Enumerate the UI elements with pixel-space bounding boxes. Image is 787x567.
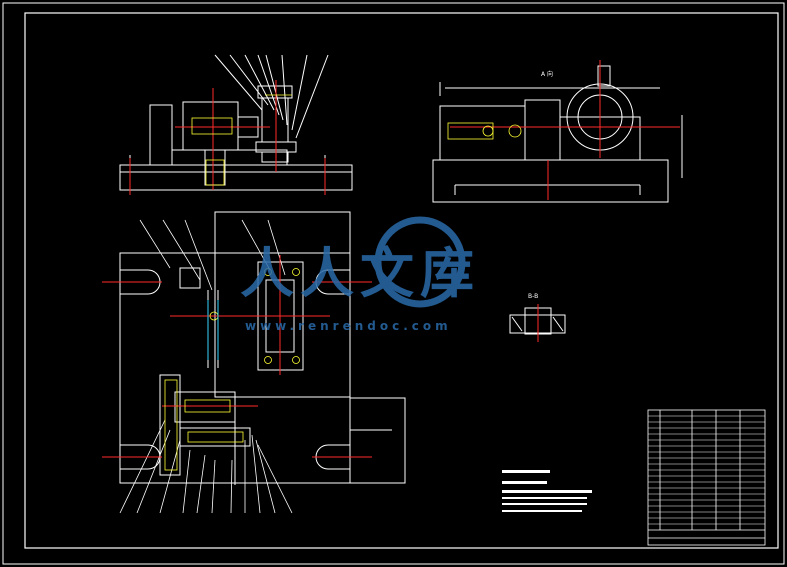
plan-view-leaders — [119, 219, 293, 514]
side-view-centerlines — [450, 60, 680, 200]
plan-view-hidden — [164, 268, 300, 471]
plan-view-centerlines — [102, 255, 372, 458]
title-block — [647, 409, 766, 546]
side-view — [432, 65, 683, 203]
plan-view-accents — [207, 300, 219, 360]
title-block-rows — [648, 415, 765, 525]
technical-notes — [502, 470, 592, 512]
side-view-label: A 向 — [541, 70, 553, 78]
front-view — [119, 54, 353, 191]
inner-frame — [24, 12, 779, 549]
front-view-hidden — [191, 94, 292, 186]
section-label: B-B — [528, 293, 538, 300]
watermark-logo-icon — [374, 216, 466, 308]
watermark-brand: 人人文库 — [240, 242, 480, 305]
watermark: 人人文库 www.renrendoc.com — [240, 216, 480, 333]
side-view-hidden — [447, 122, 522, 140]
watermark-url: www.renrendoc.com — [245, 319, 452, 333]
